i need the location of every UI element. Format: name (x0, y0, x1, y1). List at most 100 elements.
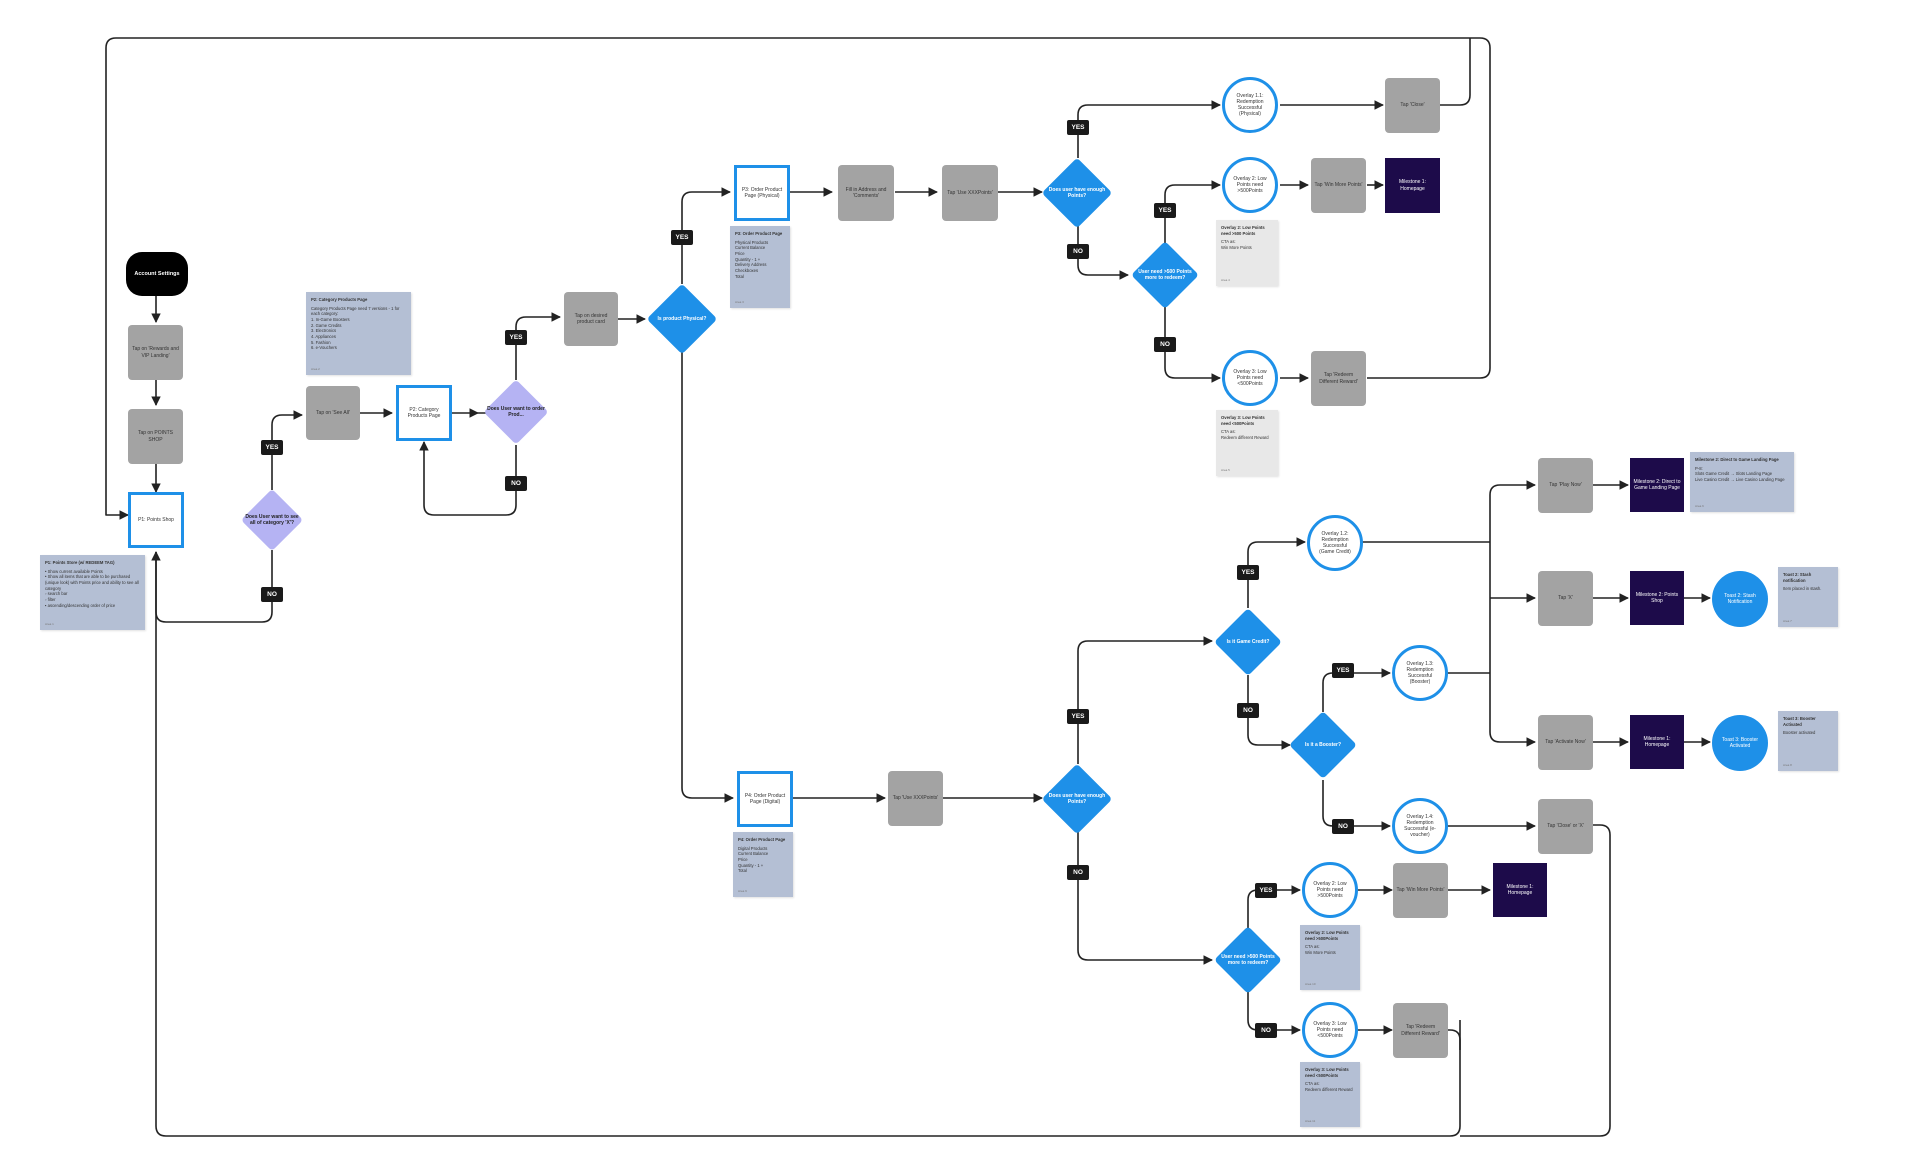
connector (1460, 824, 1611, 1137)
note-title: P4: Order Product Page (738, 837, 786, 842)
decision-label: User need >500 Points more to redeem? (1221, 953, 1275, 966)
note-body: Category Products Page need 7 versions -… (311, 305, 400, 351)
connector (1077, 830, 1213, 965)
step-tap-rewards: Tap on 'Rewards and VIP Landing' (128, 325, 183, 380)
badge-yes: YES (1067, 120, 1089, 135)
connector (1322, 668, 1391, 712)
note-toast-3: Toast 3: Booster Activated Booster activ… (1778, 711, 1838, 771)
note-body: CTA as: Win More Points (1305, 944, 1336, 956)
note-footer: Area 10 (1305, 981, 1316, 986)
note-overlay-2-physical: Overlay 2: Low Points need >500 Points C… (1216, 220, 1278, 286)
note-footer: Area 2 (311, 366, 320, 371)
connector (1247, 675, 1291, 750)
connector (1489, 673, 1536, 747)
overlay-3-physical: Overlay 3: Low Points need <500Points (1222, 350, 1278, 406)
badge-yes: YES (671, 230, 693, 245)
note-p2-category-products: P2: Category Products Page Category Prod… (306, 292, 411, 375)
connector (681, 187, 731, 284)
note-title: Milestone 2: Direct to Game Landing Page (1695, 457, 1779, 462)
page-p1-points-shop: P1: Points Shop (128, 492, 184, 548)
note-title: Overlay 3: Low Points need <500Points (1221, 415, 1265, 426)
toast-3-booster-activated: Toast 3: Booster Activated (1712, 715, 1768, 771)
note-footer: Area 3 (735, 299, 744, 304)
note-p4-order-product: P4: Order Product Page Digital Products … (733, 832, 793, 897)
step-tap-activate-now: Tap 'Activate Now' (1538, 715, 1593, 770)
decision-game-credit: Is it Game Credit? (1214, 608, 1282, 676)
note-title: Overlay 3: Low Points need <500Points (1305, 1067, 1349, 1078)
step-tap-close-or-x: Tap 'Close' or 'X' (1538, 799, 1593, 854)
note-title: P1: Points Store (w/ REDEEM TAG) (45, 560, 115, 565)
note-title: Toast 3: Booster Activated (1783, 716, 1816, 727)
badge-no: NO (1332, 819, 1354, 834)
step-tap-play-now: Tap 'Play Now' (1538, 458, 1593, 513)
decision-label: User need >500 Points more to redeem? (1138, 268, 1192, 281)
badge-no: NO (505, 476, 527, 491)
note-toast-2: Toast 2: Stash notification Item placed … (1778, 567, 1838, 627)
step-tap-x: Tap 'X' (1538, 571, 1593, 626)
milestone-2-game-landing: Milestone 2: Direct to Game Landing Page (1630, 458, 1684, 512)
badge-no: NO (1067, 244, 1089, 259)
note-body: Item placed in stash. (1783, 586, 1822, 592)
decision-is-physical: Is product Physical? (646, 283, 718, 355)
decision-see-all-category: Does User want to see all of category 'X… (240, 488, 304, 552)
overlay-1-4-evoucher: Overlay 1.4: Redemption Successful (e-vo… (1392, 798, 1448, 854)
note-overlay-3-physical: Overlay 3: Low Points need <500Points CT… (1216, 410, 1278, 476)
connector (155, 550, 273, 623)
note-title: Toast 2: Stash notification (1783, 572, 1812, 583)
step-fill-address: Fill in Address and 'Comments' (838, 165, 894, 221)
decision-label: Is it Game Credit? (1226, 638, 1270, 645)
connector (1077, 636, 1213, 764)
note-footer: Area 1 (45, 621, 54, 626)
badge-yes: YES (1255, 883, 1277, 898)
step-tap-close-physical: Tap 'Close' (1385, 78, 1440, 133)
badge-yes: YES (1332, 663, 1354, 678)
overlay-2-digital: Overlay 2: Low Points need >500Points (1302, 862, 1358, 918)
badge-no: NO (1067, 865, 1089, 880)
note-title: Overlay 2: Low Points need >500 Points (1221, 225, 1265, 236)
note-footer: Area 8 (1783, 762, 1792, 767)
badge-yes: YES (1154, 203, 1176, 218)
badge-no: NO (1255, 1023, 1277, 1038)
connector (1247, 537, 1306, 608)
decision-label: Is it a Booster? (1304, 741, 1342, 748)
decision-label: Does User want to see all of category 'X… (245, 513, 299, 526)
badge-no: NO (1154, 337, 1176, 352)
note-footer: Area 5 (1221, 467, 1230, 472)
connector (1367, 68, 1491, 379)
note-title: P3: Order Product Page (735, 231, 783, 236)
decision-enough-points-physical: Does user have enough Points? (1041, 157, 1113, 229)
connector (1440, 38, 1471, 106)
decision-label: Does user have enough Points? (1048, 792, 1106, 805)
page-p3-order-physical: P3: Order Product Page (Physical) (734, 165, 790, 221)
overlay-3-digital: Overlay 3: Low Points need <500Points (1302, 1002, 1358, 1058)
overlay-1-1-physical: Overlay 1.1: Redemption Successful (Phys… (1222, 77, 1278, 133)
note-footer: Area 6 (1695, 503, 1704, 508)
connector (1448, 1029, 1461, 1050)
note-p3-order-product: P3: Order Product Page Physical Products… (730, 226, 790, 308)
badge-yes: YES (1237, 565, 1259, 580)
connector (271, 410, 303, 490)
decision-label: Does user have enough Points? (1048, 186, 1106, 199)
decision-enough-points-digital: Does user have enough Points? (1041, 763, 1113, 835)
note-body: CTA as: Win More Points (1221, 239, 1252, 251)
badge-yes: YES (505, 330, 527, 345)
connector (151, 551, 1461, 1137)
decision-order-product: Does User want to order Prod... (483, 379, 549, 445)
overlay-1-3-booster: Overlay 1.3: Redemption Successful (Boos… (1392, 645, 1448, 701)
note-body: Digital Products Current Balance Price Q… (738, 845, 769, 874)
note-p1-points-store: P1: Points Store (w/ REDEEM TAG) • Show … (40, 555, 145, 630)
note-body: P-8: Slots Game Credit → Slots Landing P… (1695, 465, 1785, 483)
step-tap-win-more-digital: Tap 'Win More Points' (1393, 863, 1448, 918)
overlay-2-physical: Overlay 2: Low Points need >500Points (1222, 157, 1278, 213)
decision-label: Is product Physical? (657, 315, 707, 322)
note-title: Overlay 2: Low Points need >500Points (1305, 930, 1349, 941)
note-body: CTA as: Redeem different Reward (1305, 1081, 1353, 1093)
note-overlay-3-digital: Overlay 3: Low Points need <500Points CT… (1300, 1062, 1360, 1127)
note-body: Booster activated (1783, 730, 1816, 736)
note-body: • Show current available Points • Show a… (45, 568, 139, 608)
connector (419, 441, 517, 516)
note-title: P2: Category Products Page (311, 297, 368, 302)
page-p4-order-digital: P4: Order Product Page (Digital) (737, 771, 793, 827)
